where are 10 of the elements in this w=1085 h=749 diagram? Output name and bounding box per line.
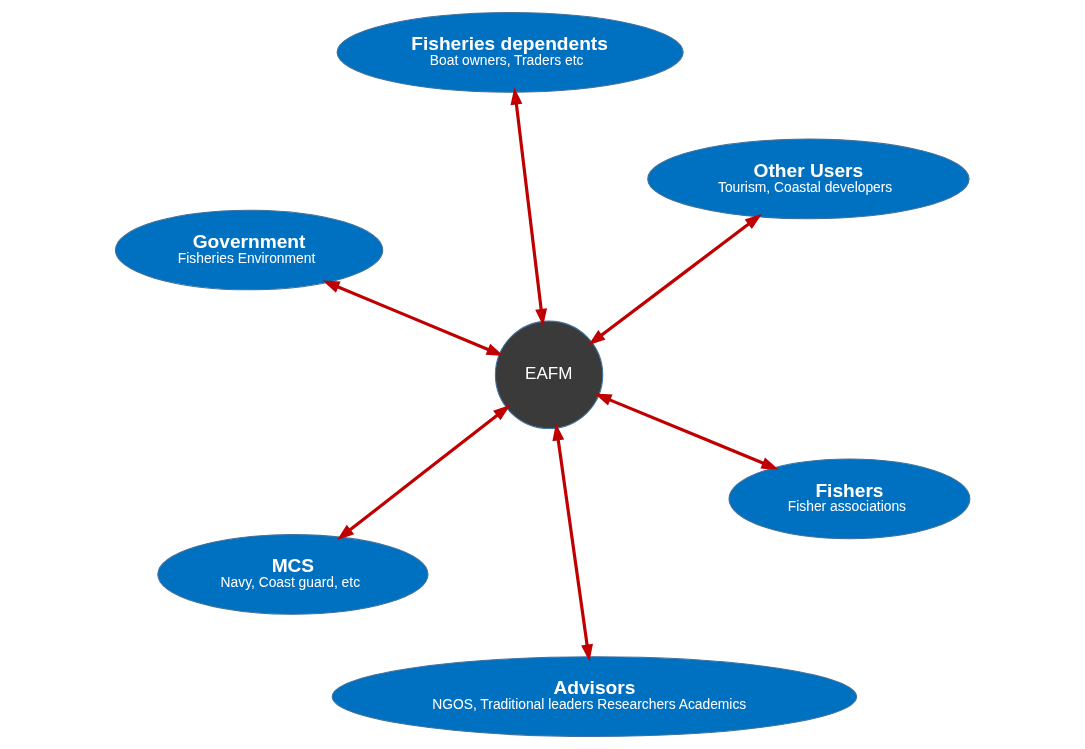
node-ellipse: MCS Navy, Coast guard, etc xyxy=(157,534,429,615)
node-ellipse: Other Users Tourism, Coastal developers xyxy=(647,138,970,220)
arrow xyxy=(588,214,762,346)
arrow xyxy=(552,423,593,662)
node-ellipse: Fisheries dependents Boat owners, Traders etc xyxy=(336,12,684,93)
arrow xyxy=(594,393,779,470)
arrow xyxy=(510,87,548,326)
arrow xyxy=(337,405,511,541)
node-ellipse: Advisors NGOS, Traditional leaders Researchers Academics xyxy=(331,656,858,737)
arrow xyxy=(322,280,504,356)
